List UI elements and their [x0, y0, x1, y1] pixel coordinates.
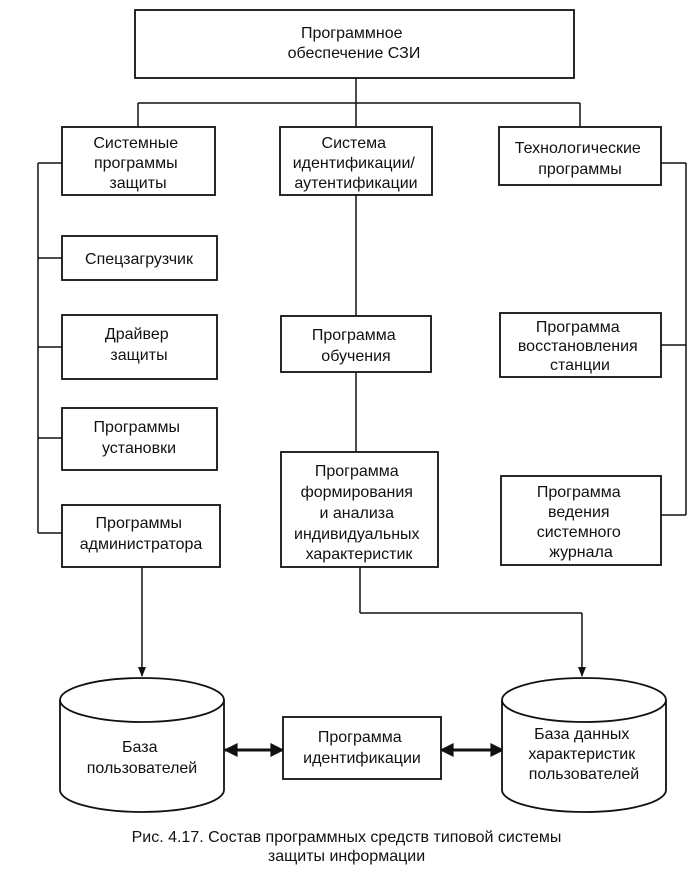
analysis-program-line-5: характеристик: [306, 546, 414, 563]
identification-system-line-1: Система: [322, 135, 387, 152]
characteristics-db-line-1: База данных: [534, 726, 629, 743]
analysis-program-line-2: формирования: [301, 484, 413, 501]
box-training-program: Программа обучения: [280, 315, 432, 373]
svg-text:Программа обучения: Программа обучения: [312, 327, 400, 365]
caption-line-1: Рис. 4.17. Состав программных средств ти…: [131, 829, 562, 846]
svg-text:База пользователей: База пользователей: [87, 739, 198, 777]
box-restore-program: Программа восстановления станции: [499, 312, 662, 378]
users-db-line-2: пользователей: [87, 760, 198, 777]
arrows: [138, 567, 586, 757]
box-install-programs: Программы установки: [61, 407, 218, 471]
box-journal-program: Программа ведения системного журнала: [500, 475, 662, 566]
identification-system-line-3: аутентификации: [294, 175, 417, 192]
box-system-protection: Системные программы защиты: [61, 126, 216, 196]
journal-program-line-2: ведения: [548, 504, 610, 521]
analysis-program-line-3: и анализа: [320, 505, 395, 522]
svg-text:Программа формирования: Программа формирования и анализа индивид…: [294, 463, 424, 563]
special-loader-line-1: Спецзагрузчик: [85, 251, 194, 268]
journal-program-line-1: Программа: [537, 484, 621, 501]
journal-program-line-3: системного: [537, 524, 621, 541]
admin-programs-line-1: Программы: [96, 515, 182, 532]
svg-text:База данных характеристи: База данных характеристик пользователей: [528, 726, 639, 783]
connectors: [37, 78, 687, 614]
svg-text:Системные программы: Системные программы защиты: [93, 135, 182, 192]
root-line-1: Программное: [301, 25, 403, 42]
system-protection-line-2: программы: [94, 155, 178, 172]
box-technological: Технологические программы: [498, 126, 662, 186]
box-identification-program: Программа идентификации: [282, 716, 442, 780]
protection-driver-line-2: защиты: [110, 347, 167, 364]
analysis-program-line-1: Программа: [315, 463, 399, 480]
install-programs-line-2: установки: [102, 440, 176, 457]
system-protection-line-1: Системные: [93, 135, 178, 152]
box-special-loader: Спецзагрузчик: [61, 235, 218, 281]
technological-line-1: Технологические: [515, 140, 641, 157]
svg-text:Спецзагрузчик: Спецзагрузчик: [85, 251, 194, 268]
system-protection-line-3: защиты: [109, 175, 166, 192]
technological-line-2: программы: [538, 161, 622, 178]
database-users: База пользователей: [59, 677, 225, 813]
analysis-program-line-4: индивидуальных: [294, 526, 420, 543]
training-program-line-1: Программа: [312, 327, 396, 344]
database-characteristics: База данных характеристик пользователей: [501, 677, 667, 813]
restore-program-line-3: станции: [550, 357, 610, 374]
identification-program-line-1: Программа: [318, 729, 402, 746]
box-admin-programs: Программы администратора: [61, 504, 221, 568]
install-programs-line-1: Программы: [94, 419, 180, 436]
admin-programs-line-2: администратора: [80, 536, 203, 553]
box-identification-system: Система идентификации/ аутентификации: [279, 126, 433, 196]
identification-program-line-2: идентификации: [303, 750, 421, 767]
svg-text:Система идентификации/: Система идентификации/ аутентификации: [293, 135, 420, 192]
svg-text:Драйвер защиты: Драйвер защиты: [105, 326, 173, 364]
svg-text:Программы установки: Программы установки: [94, 419, 185, 457]
restore-program-line-1: Программа: [536, 319, 620, 336]
restore-program-line-2: восстановления: [518, 338, 638, 355]
svg-text:Программы администратора: Программы администратора: [80, 515, 203, 553]
characteristics-db-line-3: пользователей: [529, 766, 640, 783]
box-root: Программное обеспечение СЗИ: [134, 9, 575, 79]
svg-text:Программное обеспечение: Программное обеспечение СЗИ: [288, 25, 421, 62]
svg-text:Программа восстановления: Программа восстановления станции: [518, 319, 642, 374]
diagram: Программное обеспечение СЗИ Системные пр…: [37, 9, 687, 813]
svg-text:Технологические программ: Технологические программы: [515, 140, 646, 178]
box-analysis-program: Программа формирования и анализа индивид…: [280, 451, 439, 568]
figure-caption: Рис. 4.17. Состав программных средств ти…: [0, 828, 693, 866]
protection-driver-line-1: Драйвер: [105, 326, 169, 343]
users-db-line-1: База: [122, 739, 158, 756]
box-protection-driver: Драйвер защиты: [61, 314, 218, 380]
svg-text:Программа ведения: Программа ведения системного журнала: [537, 484, 626, 561]
root-line-2: обеспечение СЗИ: [288, 45, 421, 62]
svg-text:Программа идентификации: Программа идентификации: [303, 729, 421, 767]
caption-line-2: защиты информации: [267, 848, 426, 865]
journal-program-line-4: журнала: [549, 544, 613, 561]
identification-system-line-2: идентификации/: [293, 155, 416, 172]
characteristics-db-line-2: характеристик: [528, 746, 636, 763]
training-program-line-2: обучения: [321, 348, 390, 365]
